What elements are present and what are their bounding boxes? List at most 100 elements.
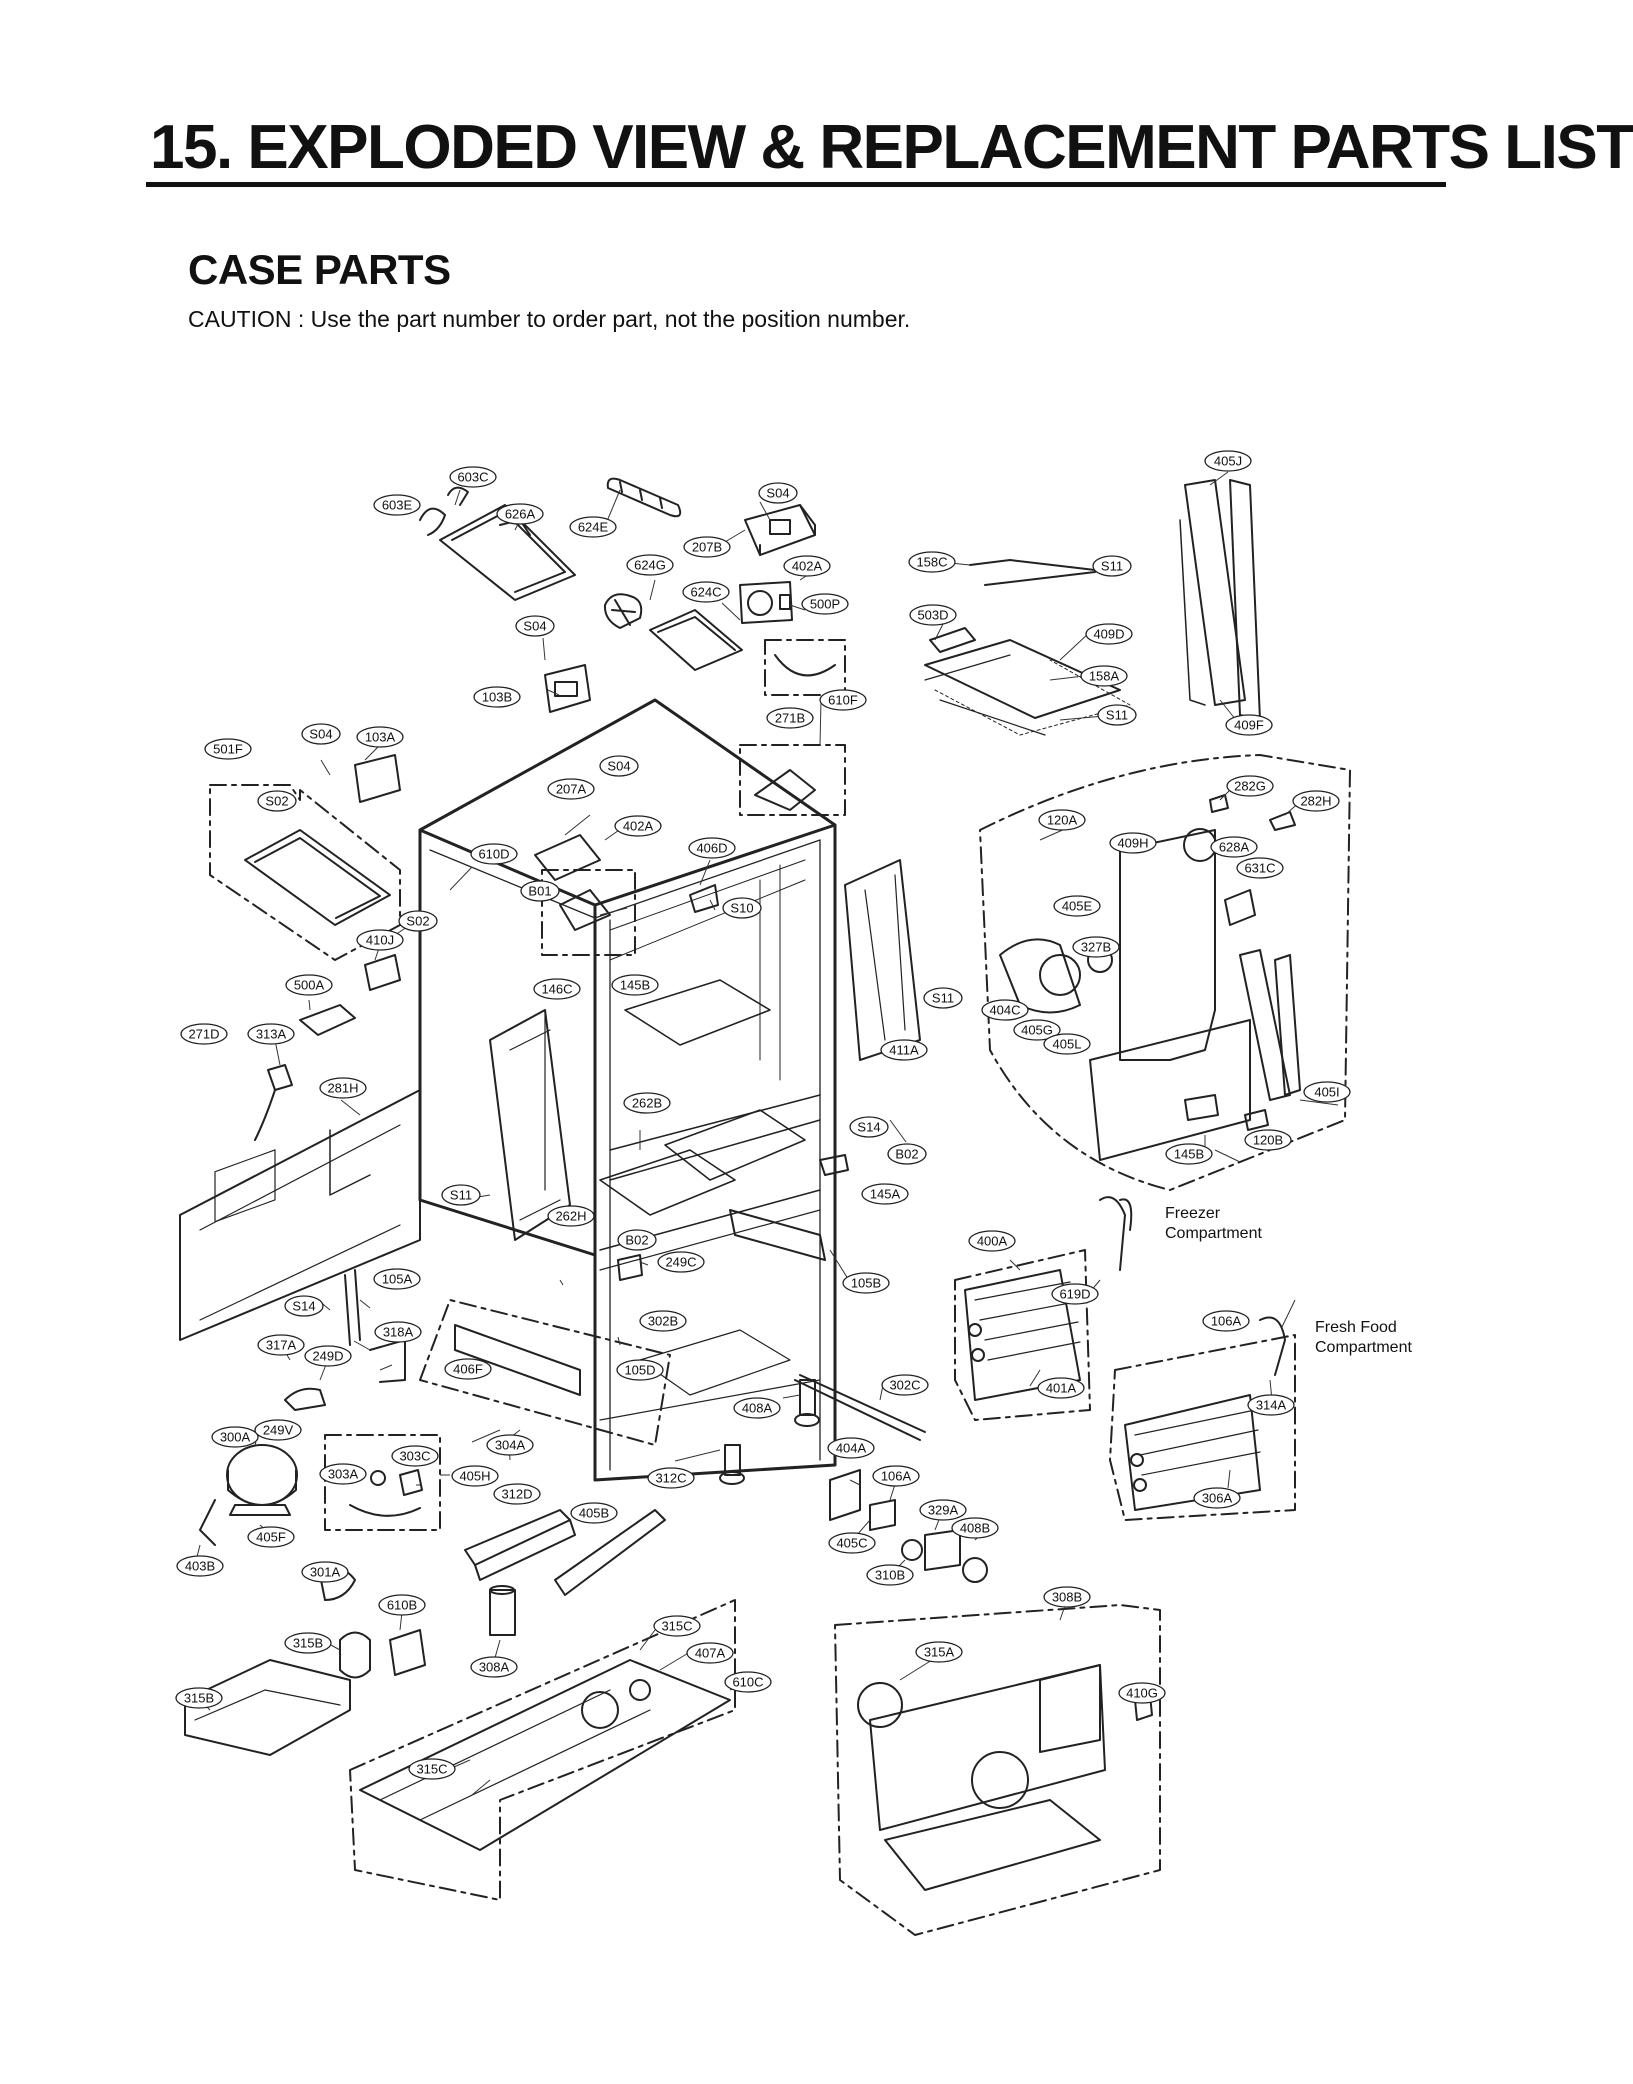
caution-note: CAUTION : Use the part number to order p… (188, 306, 911, 332)
callout-282g: 282G (1226, 775, 1274, 797)
callout-409h: 409H (1109, 832, 1157, 854)
callout-text: B01 (528, 884, 551, 899)
callout-text: 312C (655, 1471, 686, 1486)
callout-oval (1225, 714, 1273, 736)
callout-oval (515, 615, 555, 637)
callout-text: 315C (661, 1619, 692, 1634)
callout-oval (520, 880, 560, 902)
callout-249c: 249C (657, 1251, 705, 1273)
part-302B-evaporator (954, 1196, 1133, 1421)
callout-oval (758, 482, 798, 504)
callout-313a: 313A (247, 1023, 295, 1045)
callout-oval (470, 1656, 518, 1678)
callout-619d: 619D (1051, 1283, 1099, 1305)
callout-oval (1109, 832, 1157, 854)
callout-105a: 105A (373, 1268, 421, 1290)
callout-text: 308A (479, 1660, 510, 1675)
callout-text: 315A (924, 1645, 955, 1660)
callout-oval (599, 755, 639, 777)
callout-text: 610B (387, 1598, 417, 1613)
callout-oval (1013, 1019, 1061, 1041)
callout-text: 146C (541, 982, 572, 997)
callout-oval (441, 1184, 481, 1206)
callout-text: 628A (1219, 840, 1250, 855)
callout-317a: 317A (257, 1334, 305, 1356)
callout-text: 300A (220, 1430, 251, 1445)
part-271B-bracket (739, 744, 846, 816)
callout-610b: 610B (378, 1594, 426, 1616)
part-318A-valve (284, 1387, 326, 1411)
callout-s04: S04 (599, 755, 639, 777)
callout-text: B02 (625, 1233, 648, 1248)
callout-302c: 302C (881, 1374, 929, 1396)
part-302C-evaporator (1109, 1316, 1296, 1521)
callout-text: 408B (960, 1521, 990, 1536)
callout-oval (486, 1434, 534, 1456)
callout-text: 271B (775, 711, 805, 726)
callout-text: S11 (1101, 559, 1123, 574)
callout-103b: 103B (473, 686, 521, 708)
callout-oval (319, 1463, 367, 1485)
callout-408a: 408A (733, 1397, 781, 1419)
callout-text: 610C (732, 1675, 763, 1690)
callout-624c: 624C (682, 581, 730, 603)
callout-text: 158C (916, 555, 947, 570)
callout-271d: 271D (180, 1023, 228, 1045)
callout-text: 404A (836, 1441, 867, 1456)
callout-text: 410J (366, 933, 394, 948)
callout-text: 409F (1234, 718, 1264, 733)
callout-146c: 146C (533, 978, 581, 1000)
callout-315c: 315C (653, 1615, 701, 1637)
callout-text: 501F (213, 742, 243, 757)
callout-oval (374, 1321, 422, 1343)
callout-120b: 120B (1244, 1129, 1292, 1151)
part-103B-cover (544, 664, 591, 713)
callout-text: 105B (851, 1276, 881, 1291)
callout-405l: 405L (1043, 1033, 1091, 1055)
callout-oval (378, 1594, 426, 1616)
callout-oval (951, 1517, 999, 1539)
callout-oval (180, 1023, 228, 1045)
callout-text: 624G (634, 558, 666, 573)
callout-408b: 408B (951, 1517, 999, 1539)
callout-304a: 304A (486, 1434, 534, 1456)
callout-603e: 603E (373, 494, 421, 516)
callout-text: 145B (1174, 1147, 1204, 1162)
callout-text: 262B (632, 1096, 662, 1111)
callout-oval (657, 1251, 705, 1273)
callout-text: 308B (1052, 1590, 1082, 1605)
callout-oval (569, 516, 617, 538)
part-106A-feet (719, 1379, 820, 1485)
callout-oval (301, 723, 341, 745)
callout-text: 106A (1211, 1314, 1242, 1329)
callout-318a: 318A (374, 1321, 422, 1343)
callout-oval (257, 1334, 305, 1356)
callout-text: 626A (505, 507, 536, 522)
callout-text: 410G (1126, 1686, 1158, 1701)
callout-text: 405E (1062, 899, 1093, 914)
part-624E-tube (606, 477, 682, 518)
part-500A-board (299, 1004, 356, 1036)
part-624C-duct (649, 609, 743, 671)
callout-610c: 610C (724, 1671, 772, 1693)
callout-301a: 301A (301, 1561, 349, 1583)
callout-b01: B01 (520, 880, 560, 902)
callout-text: 315C (416, 1762, 447, 1777)
callout-407a: 407A (686, 1642, 734, 1664)
callout-610d: 610D (470, 843, 518, 865)
callout-402a: 402A (614, 815, 662, 837)
callout-text: S02 (265, 794, 288, 809)
callout-text: S04 (523, 619, 546, 634)
callout-oval (570, 1502, 618, 1524)
callout-text: 207B (692, 540, 722, 555)
callout-406d: 406D (688, 837, 736, 859)
callout-603c: 603C (449, 466, 497, 488)
callout-207b: 207B (683, 536, 731, 558)
callout-oval (915, 1641, 963, 1663)
callout-oval (766, 707, 814, 729)
callout-105b: 105B (842, 1272, 890, 1294)
part-303A-group (324, 1434, 441, 1531)
callout-s10: S10 (722, 897, 762, 919)
page-title: 15. EXPLODED VIEW & REPLACEMENT PARTS LI… (150, 113, 1633, 182)
callout-s02: S02 (257, 790, 297, 812)
